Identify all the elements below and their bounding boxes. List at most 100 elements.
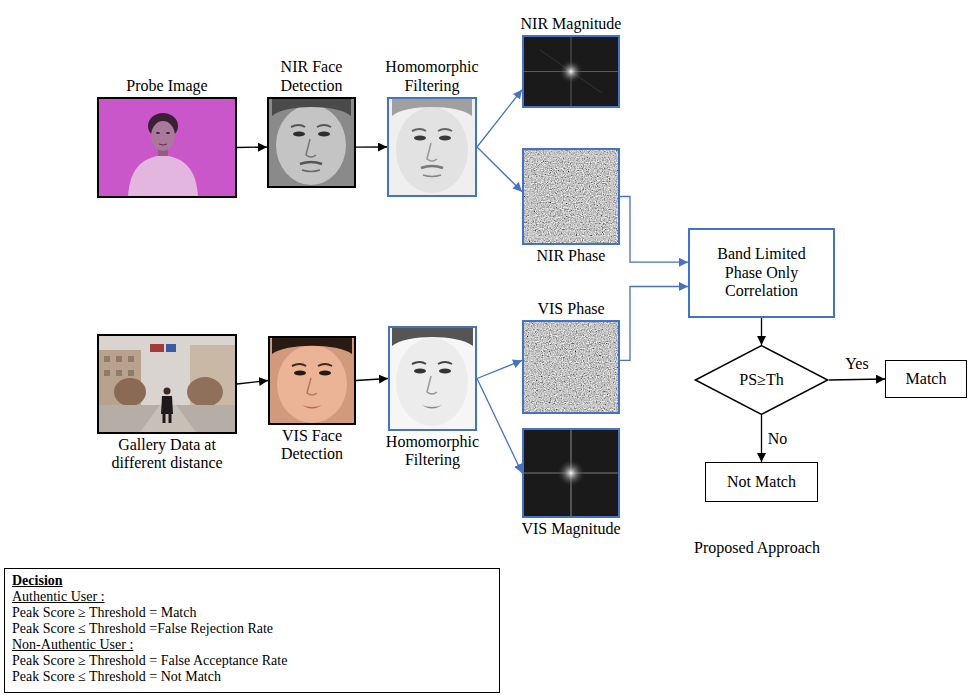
gallery-photo (166, 344, 176, 352)
connector-arrow (477, 360, 522, 378)
nir-face-photo (276, 105, 346, 185)
vis-filtered-face (427, 376, 437, 394)
vis-phase-spectrum (524, 322, 618, 412)
nir-face-photo (318, 132, 330, 137)
face-detection-box: VIS Face Detection (268, 336, 356, 425)
decision-note-box: DecisionAuthentic User :Peak Score ≥ Thr… (4, 568, 500, 693)
nir-filtered-face (392, 99, 472, 116)
probe-photo (128, 155, 198, 196)
nir-face-photo (300, 162, 322, 164)
vis-face-photo (292, 364, 332, 366)
vis-face-photo (307, 378, 317, 395)
magnitude-box: VIS Magnitude (522, 428, 620, 518)
probe-photo (156, 132, 160, 134)
gallery-photo (187, 377, 223, 407)
gallery-photo (161, 396, 173, 414)
nir-face-photo (291, 125, 331, 127)
nir-filtered-face (439, 136, 451, 141)
vis-face-photo (270, 338, 354, 423)
gallery-photo (164, 388, 171, 395)
gallery-photo (150, 344, 164, 352)
gallery-photo (99, 336, 235, 432)
vis-magnitude-spectrum (524, 430, 618, 516)
nir-filtered-face (396, 107, 468, 193)
gallery-photo (128, 356, 134, 362)
gallery-photo (169, 414, 172, 423)
phase-box: NIR Phase (522, 148, 620, 245)
nir-magnitude-spectrum (559, 60, 583, 84)
nir-face-photo (293, 132, 305, 137)
node-text: Peak Score ≥ Threshold = Match (12, 605, 196, 621)
nir-magnitude-spectrum (524, 37, 618, 106)
connector-arrow (237, 146, 267, 148)
connector-arrow (356, 379, 388, 381)
node-label: Not Match (727, 473, 796, 491)
nir-face-photo (269, 99, 354, 186)
text-area: Band Limited Phase Only Correlation (690, 230, 833, 316)
vis-face-photo (294, 371, 306, 376)
text-area: Not Match (706, 463, 817, 501)
vis-filtered-face (392, 328, 473, 346)
node-caption: VIS Phase (537, 300, 604, 318)
node-caption: VIS Face Detection (262, 427, 362, 464)
result-box: Not Match (705, 462, 818, 502)
edge-label: No (766, 429, 790, 447)
nir-face-photo (302, 170, 320, 172)
node-caption: Gallery Data at different distance (100, 436, 235, 473)
connector-arrow (237, 381, 268, 385)
gallery-photo (104, 370, 110, 376)
connector-arrow (477, 379, 522, 474)
vis-phase-spectrum (524, 322, 618, 412)
node-label: Band Limited Phase Only Correlation (706, 245, 818, 300)
phase-box: VIS Phase (522, 320, 620, 414)
process-box: Band Limited Phase Only Correlation (688, 228, 835, 318)
vis-face-photo (277, 345, 347, 423)
vis-phase-spectrum (530, 328, 612, 406)
connector-arrow (477, 147, 522, 192)
node-caption: NIR Phase (537, 247, 606, 265)
face-detection-box: NIR Face Detection (267, 97, 356, 188)
vis-magnitude-spectrum (557, 459, 585, 487)
gallery-photo (114, 378, 146, 406)
probe-photo (159, 144, 167, 145)
node-caption: Homomorphic Filtering (378, 433, 488, 470)
node-label: PS≥Th (739, 371, 783, 389)
nir-filtered-face (427, 143, 437, 161)
node-caption: NIR Face Detection (262, 58, 362, 95)
diagram-caption: Proposed Approach (692, 539, 822, 557)
edge-label: Yes (843, 354, 870, 372)
vis-magnitude-spectrum (524, 430, 618, 516)
nir-face-photo (269, 99, 354, 186)
vis-filtered-face (439, 369, 451, 374)
nir-filtered-face (423, 175, 441, 177)
vis-filtered-face (414, 369, 426, 374)
vis-filtered-face (390, 328, 475, 429)
gallery-photo (128, 370, 134, 376)
probe-image-box: Probe Image (97, 97, 237, 198)
node-caption: Probe Image (126, 77, 207, 95)
node-label: Match (906, 370, 947, 388)
connector-arrow (356, 146, 387, 147)
node-text: Non-Authentic User : (12, 637, 133, 653)
gallery-photo (163, 414, 166, 423)
vis-face-photo (319, 371, 331, 376)
node-caption: NIR Magnitude (521, 15, 622, 33)
nir-phase-spectrum (524, 150, 618, 243)
nir-filtered-face (389, 99, 475, 195)
connector-arrow (620, 197, 688, 263)
gallery-photo (99, 336, 235, 432)
vis-face-photo (272, 338, 352, 354)
text-area: PS≥Th (694, 345, 829, 415)
vis-face-photo (302, 405, 322, 409)
nir-phase-spectrum (524, 150, 618, 243)
magnitude-box: NIR Magnitude (522, 35, 620, 108)
gallery-photo (116, 370, 122, 376)
nir-phase-spectrum (530, 156, 612, 237)
nir-filtered-face (414, 136, 426, 141)
probe-photo (99, 99, 235, 196)
connector-arrow (761, 318, 762, 345)
node-text: Peak Score ≥ Threshold = False Acceptanc… (12, 653, 287, 669)
result-box: Match (885, 360, 967, 398)
node-caption: Homomorphic Filtering (377, 58, 487, 95)
